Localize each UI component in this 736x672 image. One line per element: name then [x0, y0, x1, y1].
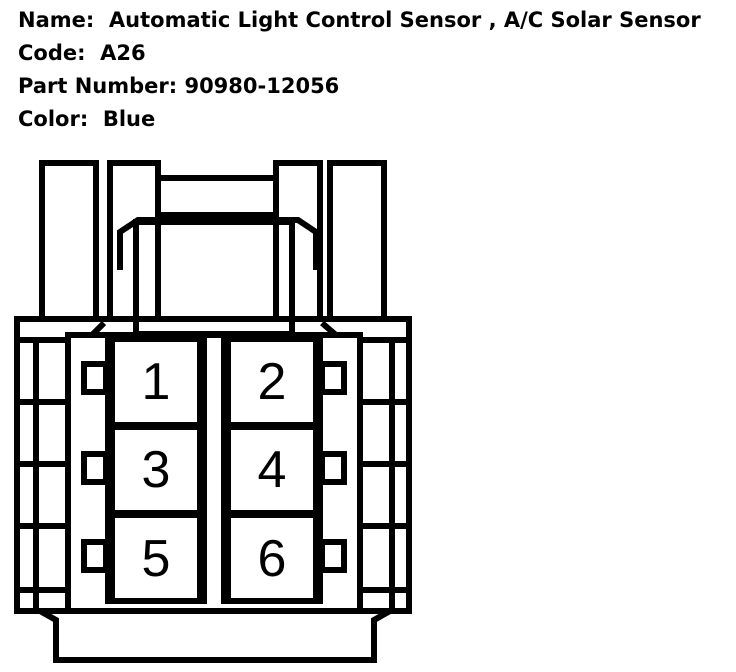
- name-label: Name:: [18, 8, 95, 32]
- right-rib-strip: [360, 337, 409, 611]
- side-key-right-3: [319, 539, 347, 573]
- pin-cavity-6: [225, 512, 319, 604]
- part-number-line: Part Number: 90980-12056: [18, 70, 701, 103]
- pin-number-5: 5: [142, 530, 171, 588]
- color-value: Blue: [102, 107, 156, 131]
- side-key-right-1: [319, 361, 347, 395]
- connector-info: Name: Automatic Light Control Sensor , A…: [18, 4, 701, 136]
- pin-number-1: 1: [142, 353, 171, 411]
- side-key-left-1: [81, 361, 109, 395]
- part-number-value: 90980-12056: [184, 74, 340, 98]
- latch-left-outer: [39, 160, 99, 322]
- pin-number-6: 6: [258, 530, 287, 588]
- pin-number-4: 4: [258, 441, 287, 499]
- bottom-skirt: [38, 608, 392, 663]
- side-key-right-2: [319, 451, 347, 485]
- side-key-left-2: [81, 451, 109, 485]
- connector-diagram: 1 2 3 4 5 6: [14, 160, 412, 663]
- pin-cavity-5: [109, 512, 203, 604]
- left-rib-strip: [17, 337, 68, 611]
- latch-right-outer: [327, 160, 387, 322]
- lock-tab: [117, 217, 319, 270]
- name-value: Automatic Light Control Sensor , A/C Sol…: [108, 8, 701, 32]
- side-key-left-3: [81, 539, 109, 573]
- color-line: Color: Blue: [18, 103, 701, 136]
- pin-number-2: 2: [258, 353, 287, 411]
- code-value: A26: [100, 41, 146, 65]
- housing-inner: [65, 332, 363, 614]
- pin-cavity-4: [225, 424, 319, 516]
- code-line: Code: A26: [18, 37, 701, 70]
- name-line: Name: Automatic Light Control Sensor , A…: [18, 4, 701, 37]
- color-label: Color:: [18, 107, 89, 131]
- code-label: Code:: [18, 41, 86, 65]
- pin-number-3: 3: [142, 441, 171, 499]
- housing-outline: [14, 316, 412, 614]
- part-number-label: Part Number:: [18, 74, 178, 98]
